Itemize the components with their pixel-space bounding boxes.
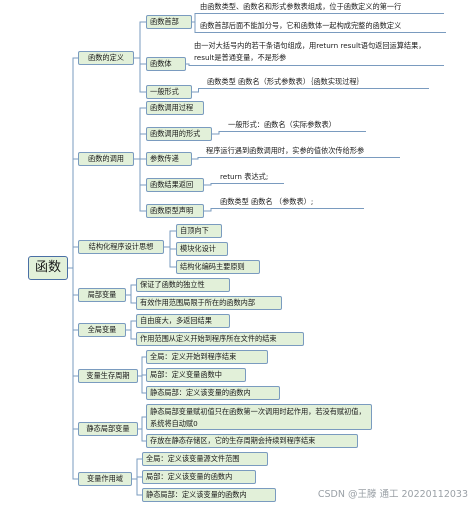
node-scope-global: 全局：定义该变量源文件范围 [142, 452, 268, 466]
connector [192, 21, 198, 33]
branch-structured-design: 结构化程序设计思想 [78, 240, 164, 254]
root-node: 函数 [28, 256, 68, 280]
connector [138, 428, 146, 442]
connector [204, 208, 218, 212]
branch-variable-lifetime: 变量生存周期 [78, 369, 138, 383]
connector [68, 246, 78, 269]
leaf-prototype-desc: 函数类型 函数名 （参数表）; [218, 197, 364, 209]
node-global-freedom: 自由度大，多返回结果 [136, 314, 230, 328]
connector [164, 246, 176, 268]
branch-function-call: 函数的调用 [78, 152, 134, 166]
node-lifetime-global: 全局：定义开始到程序结束 [146, 350, 268, 364]
connector [192, 88, 205, 93]
connector [164, 230, 176, 248]
leaf-call-form-desc: 一般形式：函数名（实际参数表） [226, 120, 366, 132]
branch-global-variable: 全局变量 [78, 323, 126, 337]
connector [138, 375, 146, 394]
watermark: CSDN @王滕 通工 20220112033 [317, 489, 468, 500]
connector [68, 267, 78, 480]
connector [126, 320, 136, 331]
leaf-body-desc: 由一对大括号内的若干条语句组成，用return result语句返回运算结果，r… [192, 40, 444, 66]
node-function-header: 函数首部 [146, 15, 192, 29]
branch-function-definition: 函数的定义 [78, 51, 134, 65]
leaf-general-form-desc: 函数类型 函数名（形式参数表）｛函数实现过程｝ [205, 77, 429, 89]
node-general-form: 一般形式 [146, 85, 192, 99]
node-top-down: 自顶向下 [176, 224, 222, 238]
node-prototype-declaration: 函数原型声明 [146, 204, 204, 218]
connector [126, 329, 136, 340]
connector [126, 284, 136, 296]
connector [134, 21, 146, 59]
connector [134, 158, 146, 212]
connector [132, 458, 142, 480]
node-static-storage: 存放在静态存储区，它的生存周期会持续到程序结束 [146, 434, 358, 448]
node-local-scope: 有效作用范围局限于所在的函数内部 [136, 296, 282, 310]
connector [138, 356, 146, 377]
node-structured-coding: 结构化编码主要原则 [176, 260, 260, 274]
branch-local-variable: 局部变量 [78, 288, 126, 302]
node-call-form: 函数调用的形式 [146, 127, 212, 141]
node-function-body: 函数体 [146, 57, 186, 71]
connector [212, 131, 226, 135]
leaf-header-desc-1: 由函数类型、函数名和形式参数表组成，位于函数定义的第一行 [198, 2, 444, 14]
connector [192, 157, 204, 160]
node-scope-static-local: 静态局部：定义该变量的函数内 [142, 488, 276, 502]
connector [186, 63, 192, 66]
connector [138, 416, 146, 430]
node-lifetime-static-local: 静态局部：定义该变量的函数内 [146, 386, 280, 400]
connector [132, 478, 142, 496]
node-static-init: 静态局部变量赋初值只在函数第一次调用时起作用，若没有赋初值，系统将自动赋0 [146, 404, 372, 430]
node-lifetime-local: 局部：定义变量函数中 [146, 368, 246, 382]
connector [204, 183, 218, 186]
node-modular-design: 模块化设计 [176, 242, 228, 256]
branch-variable-scope: 变量作用域 [78, 472, 132, 486]
connector [134, 57, 146, 93]
node-global-scope: 作用范围从定义开始到程序所在文件的结束 [136, 332, 304, 346]
leaf-param-passing-desc: 程序运行遇到函数调用时，实参的值依次传给形参 [204, 146, 400, 158]
branch-static-local-variable: 静态局部变量 [78, 422, 138, 436]
connector [134, 133, 146, 160]
leaf-header-desc-2: 函数首部后面不能加分号，它和函数体一起构成完整的函数定义 [198, 21, 446, 33]
node-return-result: 函数结果返回 [146, 178, 204, 192]
node-scope-local: 局部：定义该变量的函数内 [142, 470, 256, 484]
leaf-return-desc: return 表达式; [218, 172, 284, 184]
connector [126, 294, 136, 304]
node-call-process: 函数调用过程 [146, 101, 204, 115]
node-param-passing: 参数传递 [146, 152, 192, 166]
node-function-independence: 保证了函数的独立性 [136, 278, 230, 292]
